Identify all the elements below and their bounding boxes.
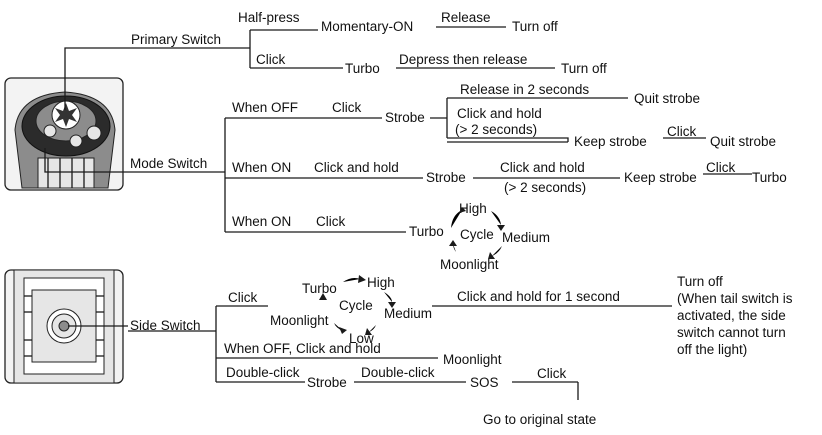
turbo-label: Turbo [409,224,444,239]
click-hold-label: Click and hold [500,160,585,175]
strobe-label: Strobe [385,110,425,125]
hold-duration-label: (> 2 seconds) [504,180,586,195]
click-hold-label: Click and hold [457,106,542,121]
click-label: Click [256,52,285,67]
primary-switch-lines [64,26,555,110]
click-label: Click [667,124,696,139]
turbo-label: Turbo [752,170,787,185]
click-label: Click [228,290,257,305]
high-label: High [367,275,395,290]
medium-label: Medium [502,230,550,245]
turbo-label: Turbo [345,61,380,76]
turn-off-label: Turn off [677,274,723,289]
high-label: High [459,201,487,216]
turn-off-label: Turn off [561,61,607,76]
turn-off-note-line: (When tail switch is [677,291,793,306]
quit-strobe-label: Quit strobe [710,134,776,149]
when-off-hold-label: When OFF, Click and hold [224,341,381,356]
click-label: Click [332,100,361,115]
release-label: Release [441,10,491,25]
strobe-label: Strobe [307,375,347,390]
side-switch-photo [4,269,124,384]
depress-release-label: Depress then release [399,52,527,67]
turn-off-note-line: switch cannot turn [677,325,786,340]
hold-duration-label: (> 2 seconds) [455,122,537,137]
primary-switch-label: Primary Switch [131,32,221,47]
when-on-label: When ON [232,214,291,229]
sos-label: SOS [470,375,499,390]
moonlight-label: Moonlight [440,257,499,272]
when-on-label: When ON [232,160,291,175]
double-click-label: Double-click [226,365,300,380]
mode-switch-label: Mode Switch [130,156,207,171]
turn-off-note-line: off the light) [677,342,747,357]
quit-strobe-label: Quit strobe [634,91,700,106]
side-switch-lines [68,305,672,400]
keep-strobe-label: Keep strobe [624,170,697,185]
strobe-label: Strobe [426,170,466,185]
click-hold-label: Click and hold [314,160,399,175]
mode-switch-lines [44,97,752,233]
release-2s-label: Release in 2 seconds [460,82,589,97]
turn-off-note-line: activated, the side [677,308,786,323]
click-label: Click [706,160,735,175]
moonlight-label: Moonlight [270,313,329,328]
momentary-on-label: Momentary-ON [321,19,413,34]
original-state-label: Go to original state [483,412,596,427]
hold-1s-label: Click and hold for 1 second [457,289,620,304]
mode-cycle-arrows [449,207,505,259]
cycle-label: Cycle [339,298,373,313]
click-label: Click [537,366,566,381]
turbo-label: Turbo [302,281,337,296]
turn-off-label: Turn off [512,19,558,34]
when-off-label: When OFF [232,100,298,115]
cycle-label: Cycle [460,227,494,242]
side-switch-label: Side Switch [130,318,201,333]
medium-label: Medium [384,306,432,321]
double-click-label: Double-click [361,365,435,380]
moonlight-label: Moonlight [443,352,502,367]
side-cycle-arrows [319,275,396,335]
tail-switch-photo [4,77,124,191]
click-label: Click [316,214,345,229]
half-press-label: Half-press [238,10,300,25]
keep-strobe-label: Keep strobe [574,134,647,149]
